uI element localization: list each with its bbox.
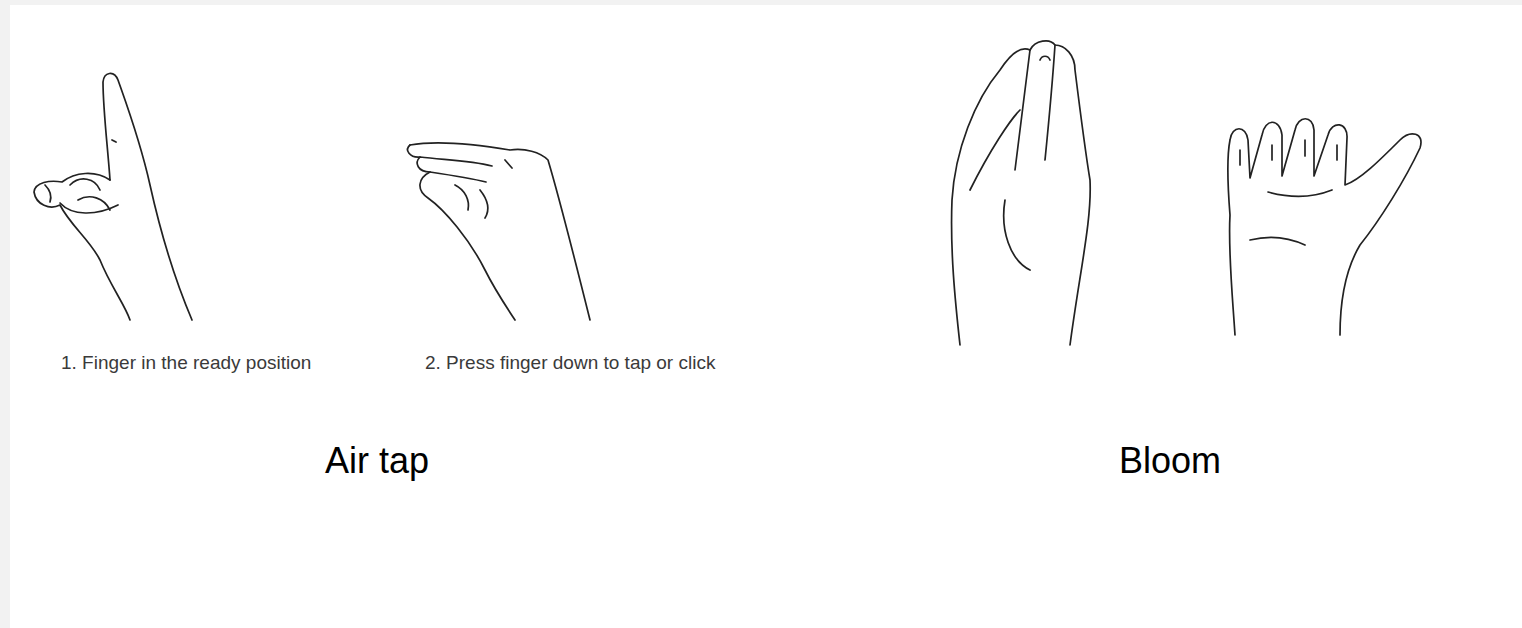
ready-hand: [34, 73, 192, 320]
white-panel: [10, 5, 1522, 628]
tap-hand: [408, 143, 590, 320]
step-caption: 2. Press finger down to tap or click: [425, 352, 715, 374]
gesture-title: Bloom: [1119, 440, 1221, 482]
step-caption: 1. Finger in the ready position: [61, 352, 311, 374]
bloom-open-hand: [1228, 119, 1421, 335]
bloom-closed-hand: [952, 41, 1091, 345]
gesture-title: Air tap: [325, 440, 429, 482]
